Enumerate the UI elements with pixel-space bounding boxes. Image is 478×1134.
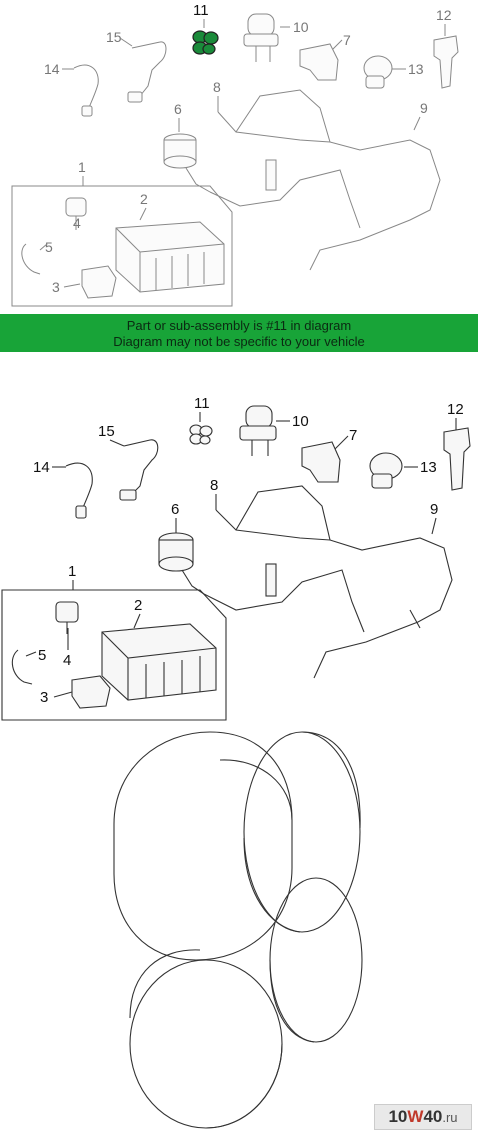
- banner-line-2: Diagram may not be specific to your vehi…: [113, 334, 365, 349]
- callout-7: 7: [343, 32, 351, 48]
- part-13-solenoid: [369, 452, 403, 489]
- callout-9: 9: [420, 100, 428, 116]
- notice-banner: Part or sub-assembly is #11 in diagram D…: [0, 314, 478, 352]
- callout-1: 1: [78, 159, 86, 175]
- callout-2: 2: [134, 597, 142, 614]
- callout-3: 3: [40, 689, 48, 706]
- diagram-top-svg: 11 10 12 15 7 14 13 8 9 6 1 2 4 5 3: [11, 2, 459, 307]
- part-15-oxygen-sensor: [119, 439, 159, 501]
- callout-8: 8: [213, 79, 221, 95]
- part-11-detail-view: [0, 728, 478, 1134]
- part-5-hose: [11, 649, 33, 685]
- pipe-assembly: [203, 485, 453, 679]
- callout-5: 5: [38, 647, 46, 664]
- callout-12: 12: [436, 7, 452, 23]
- part-14-oxygen-sensor: [73, 64, 99, 117]
- part-7-bracket: [299, 43, 339, 81]
- callout-4: 4: [73, 215, 81, 231]
- callout-4: 4: [63, 652, 71, 669]
- part-3-cover: [81, 265, 117, 299]
- callout-2: 2: [140, 191, 148, 207]
- o-ring-middle-right: [269, 877, 363, 1043]
- parts-diagram-full: 11 10 12 15 7 14 13 8 9 6 1 2 4 5 3: [0, 388, 478, 728]
- callout-3: 3: [52, 279, 60, 295]
- callout-6: 6: [171, 501, 179, 518]
- diagram-bottom-svg: [113, 731, 363, 1129]
- callout-15: 15: [106, 29, 122, 45]
- part-11-o-rings-highlighted: [192, 30, 219, 55]
- part-1-group-box: [11, 185, 233, 307]
- callout-11-highlighted: 11: [193, 2, 209, 19]
- callout-1: 1: [68, 563, 76, 580]
- site-watermark-logo: 10W40.ru: [374, 1104, 472, 1130]
- part-4-purge-valve: [55, 601, 79, 634]
- part-11-o-rings: [189, 424, 213, 445]
- callout-13: 13: [408, 61, 424, 77]
- part-2-charcoal-canister: [101, 623, 217, 701]
- part-15-oxygen-sensor: [127, 41, 167, 103]
- watermark-tld: .ru: [442, 1110, 458, 1125]
- watermark-prefix: 10: [388, 1107, 408, 1126]
- part-1-group-box: [1, 589, 227, 721]
- callout-10: 10: [293, 19, 309, 35]
- callout-5: 5: [45, 239, 53, 255]
- callout-14: 14: [44, 61, 60, 77]
- diagram-mid-svg: 11 10 12 15 7 14 13 8 9 6 1 2 4 5 3: [1, 395, 471, 721]
- o-ring-top-left: [113, 731, 293, 961]
- callout-10: 10: [292, 413, 309, 430]
- callout-9: 9: [430, 501, 438, 518]
- part-6-vacuum-canister: [158, 532, 205, 595]
- part-10-egr-valve: [243, 13, 279, 62]
- part-2-charcoal-canister: [115, 221, 225, 293]
- callout-7: 7: [349, 427, 357, 444]
- part-4-purge-valve: [65, 197, 87, 230]
- callout-15: 15: [98, 423, 115, 440]
- callout-12: 12: [447, 401, 464, 418]
- parts-diagram-highlighted: 11 10 12 15 7 14 13 8 9 6 1 2 4 5 3: [0, 0, 478, 312]
- part-5-hose: [21, 243, 41, 275]
- part-6-vacuum-canister: [163, 133, 211, 193]
- callout-8: 8: [210, 477, 218, 494]
- part-13-solenoid: [363, 55, 393, 89]
- o-ring-top-right: [243, 731, 361, 933]
- pipe-assembly: [209, 89, 441, 271]
- part-10-egr-valve: [239, 405, 277, 456]
- callout-6: 6: [174, 101, 182, 117]
- watermark-mid: W: [407, 1107, 424, 1126]
- part-3-cover: [71, 675, 111, 709]
- callout-11: 11: [194, 395, 210, 412]
- part-12-tube: [433, 35, 459, 89]
- watermark-suffix: 40: [423, 1107, 443, 1126]
- callout-14: 14: [33, 459, 50, 476]
- part-14-oxygen-sensor: [65, 462, 93, 519]
- banner-line-1: Part or sub-assembly is #11 in diagram: [126, 318, 352, 333]
- callout-13: 13: [420, 459, 437, 476]
- o-ring-bottom-left: [129, 949, 283, 1129]
- part-12-tube: [443, 427, 471, 491]
- part-7-bracket: [301, 441, 341, 483]
